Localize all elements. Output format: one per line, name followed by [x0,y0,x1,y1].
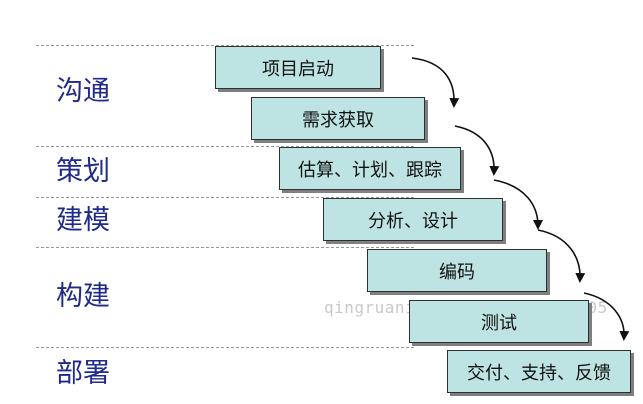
divider [36,146,414,147]
activity-box-requirements-gathering: 需求获取 [251,97,425,140]
phase-label-deployment: 部署 [56,358,110,389]
activity-box-analysis-design: 分析、设计 [323,198,503,241]
activity-box-project-initiation: 项目启动 [215,46,381,89]
activity-box-coding: 编码 [367,249,547,292]
flow-arrow [493,179,543,230]
activity-box-delivery-support-feedback: 交付、支持、反馈 [447,350,631,393]
divider [36,45,414,46]
phase-label-construction: 构建 [56,281,110,312]
activity-box-estimating-scheduling-tracking: 估算、计划、跟踪 [279,147,461,190]
flow-arrow [583,292,630,341]
flow-arrow [537,229,586,283]
phase-label-modeling: 建模 [56,205,110,236]
phase-label-communication: 沟通 [56,76,110,107]
flow-arrow [411,57,460,108]
flow-arrow [454,125,500,176]
phase-label-planning: 策划 [56,156,110,187]
divider [36,347,414,348]
activity-box-testing: 测试 [409,300,589,343]
divider [36,247,414,248]
divider [36,197,414,198]
